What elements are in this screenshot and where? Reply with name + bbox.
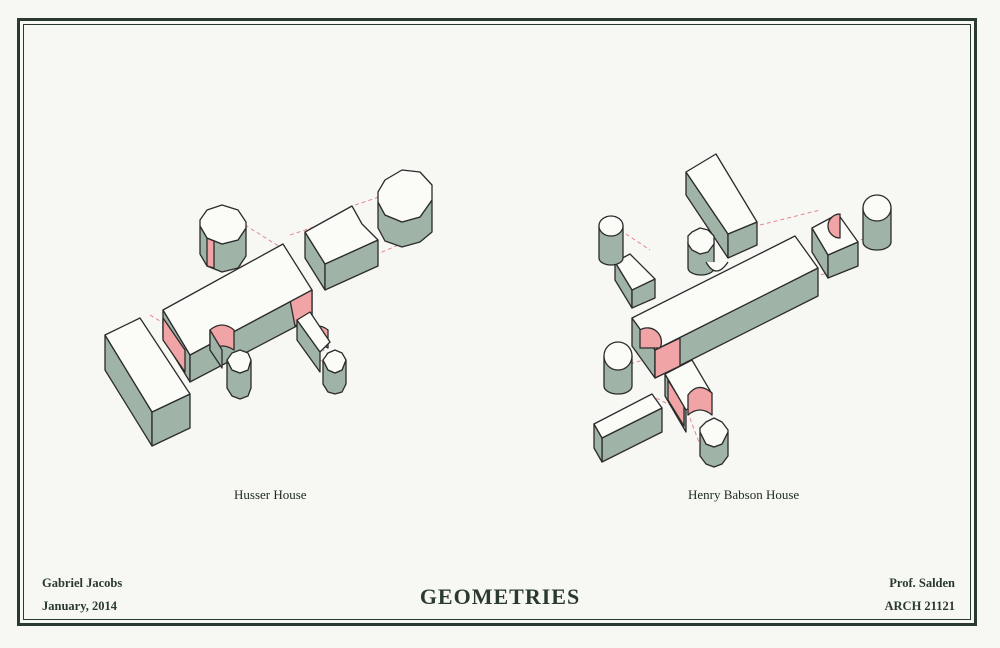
babson-lower-slab	[593, 393, 663, 463]
author-name: Gabriel Jacobs	[42, 576, 123, 590]
husser-house-caption: Husser House	[234, 487, 307, 502]
outer-border	[17, 18, 977, 626]
babson-cylinder-top-right	[862, 194, 892, 251]
babson-cylinder-left	[603, 327, 663, 395]
husser-small-tower-right	[296, 311, 347, 395]
inner-border	[23, 24, 971, 620]
babson-main-bar	[631, 235, 819, 379]
babson-lower-arm	[664, 359, 713, 433]
professor-name: Prof. Salden	[889, 576, 955, 590]
henry-babson-house-caption: Henry Babson House	[688, 487, 800, 502]
husser-octagon-tower-left	[199, 204, 247, 273]
babson-left-arm	[614, 253, 656, 309]
course-code: ARCH 21121	[884, 599, 956, 613]
husser-octagon-tower-right	[377, 169, 433, 248]
babson-cylinder-center	[687, 227, 729, 276]
husser-small-tower-center	[209, 324, 252, 400]
husser-left-slab	[104, 317, 191, 447]
sheet-date: January, 2014	[42, 599, 118, 613]
babson-right-block	[811, 213, 859, 279]
babson-cylinder-top-left	[598, 215, 624, 266]
babson-upper-slab	[685, 153, 758, 259]
henry-babson-house-drawing	[593, 153, 892, 468]
sheet-title: GEOMETRIES	[419, 584, 581, 609]
babson-octagon-tower-bottom	[699, 417, 729, 468]
husser-house-drawing	[104, 169, 433, 447]
husser-upper-right-block	[304, 205, 379, 291]
